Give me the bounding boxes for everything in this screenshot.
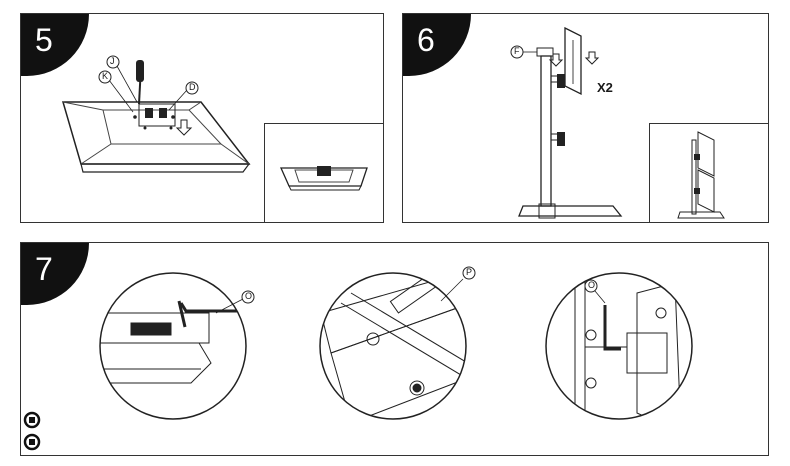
monitor-base-illustration	[279, 166, 368, 191]
stand-assembly-illustration	[510, 26, 623, 219]
step-6-panel: 6 F X2	[402, 13, 769, 223]
dual-monitor-illustration	[677, 131, 725, 219]
step-number: 7	[35, 251, 53, 287]
rotate-counterclockwise-icon	[23, 433, 41, 451]
step-5-panel: 5 J K D	[20, 13, 384, 223]
callout-j: J	[110, 56, 115, 66]
adjustment-details-illustration	[23, 266, 693, 451]
rotate-clockwise-icon	[23, 411, 41, 429]
callout-o-left: O	[245, 291, 253, 301]
step-5-inset	[264, 123, 383, 222]
monitor-back-illustration	[62, 55, 251, 173]
callout-f: F	[514, 46, 520, 56]
step-number: 6	[417, 22, 435, 58]
step-6-inset	[649, 123, 768, 222]
step-number-badge: 5	[21, 14, 89, 76]
callout-d: D	[189, 82, 196, 92]
callout-k: K	[102, 71, 109, 81]
quantity-label: X2	[597, 80, 613, 95]
step-number: 5	[35, 22, 53, 58]
callout-p: P	[466, 267, 473, 277]
callout-o-right: O	[588, 280, 596, 290]
step-7-panel: 7	[20, 242, 769, 456]
